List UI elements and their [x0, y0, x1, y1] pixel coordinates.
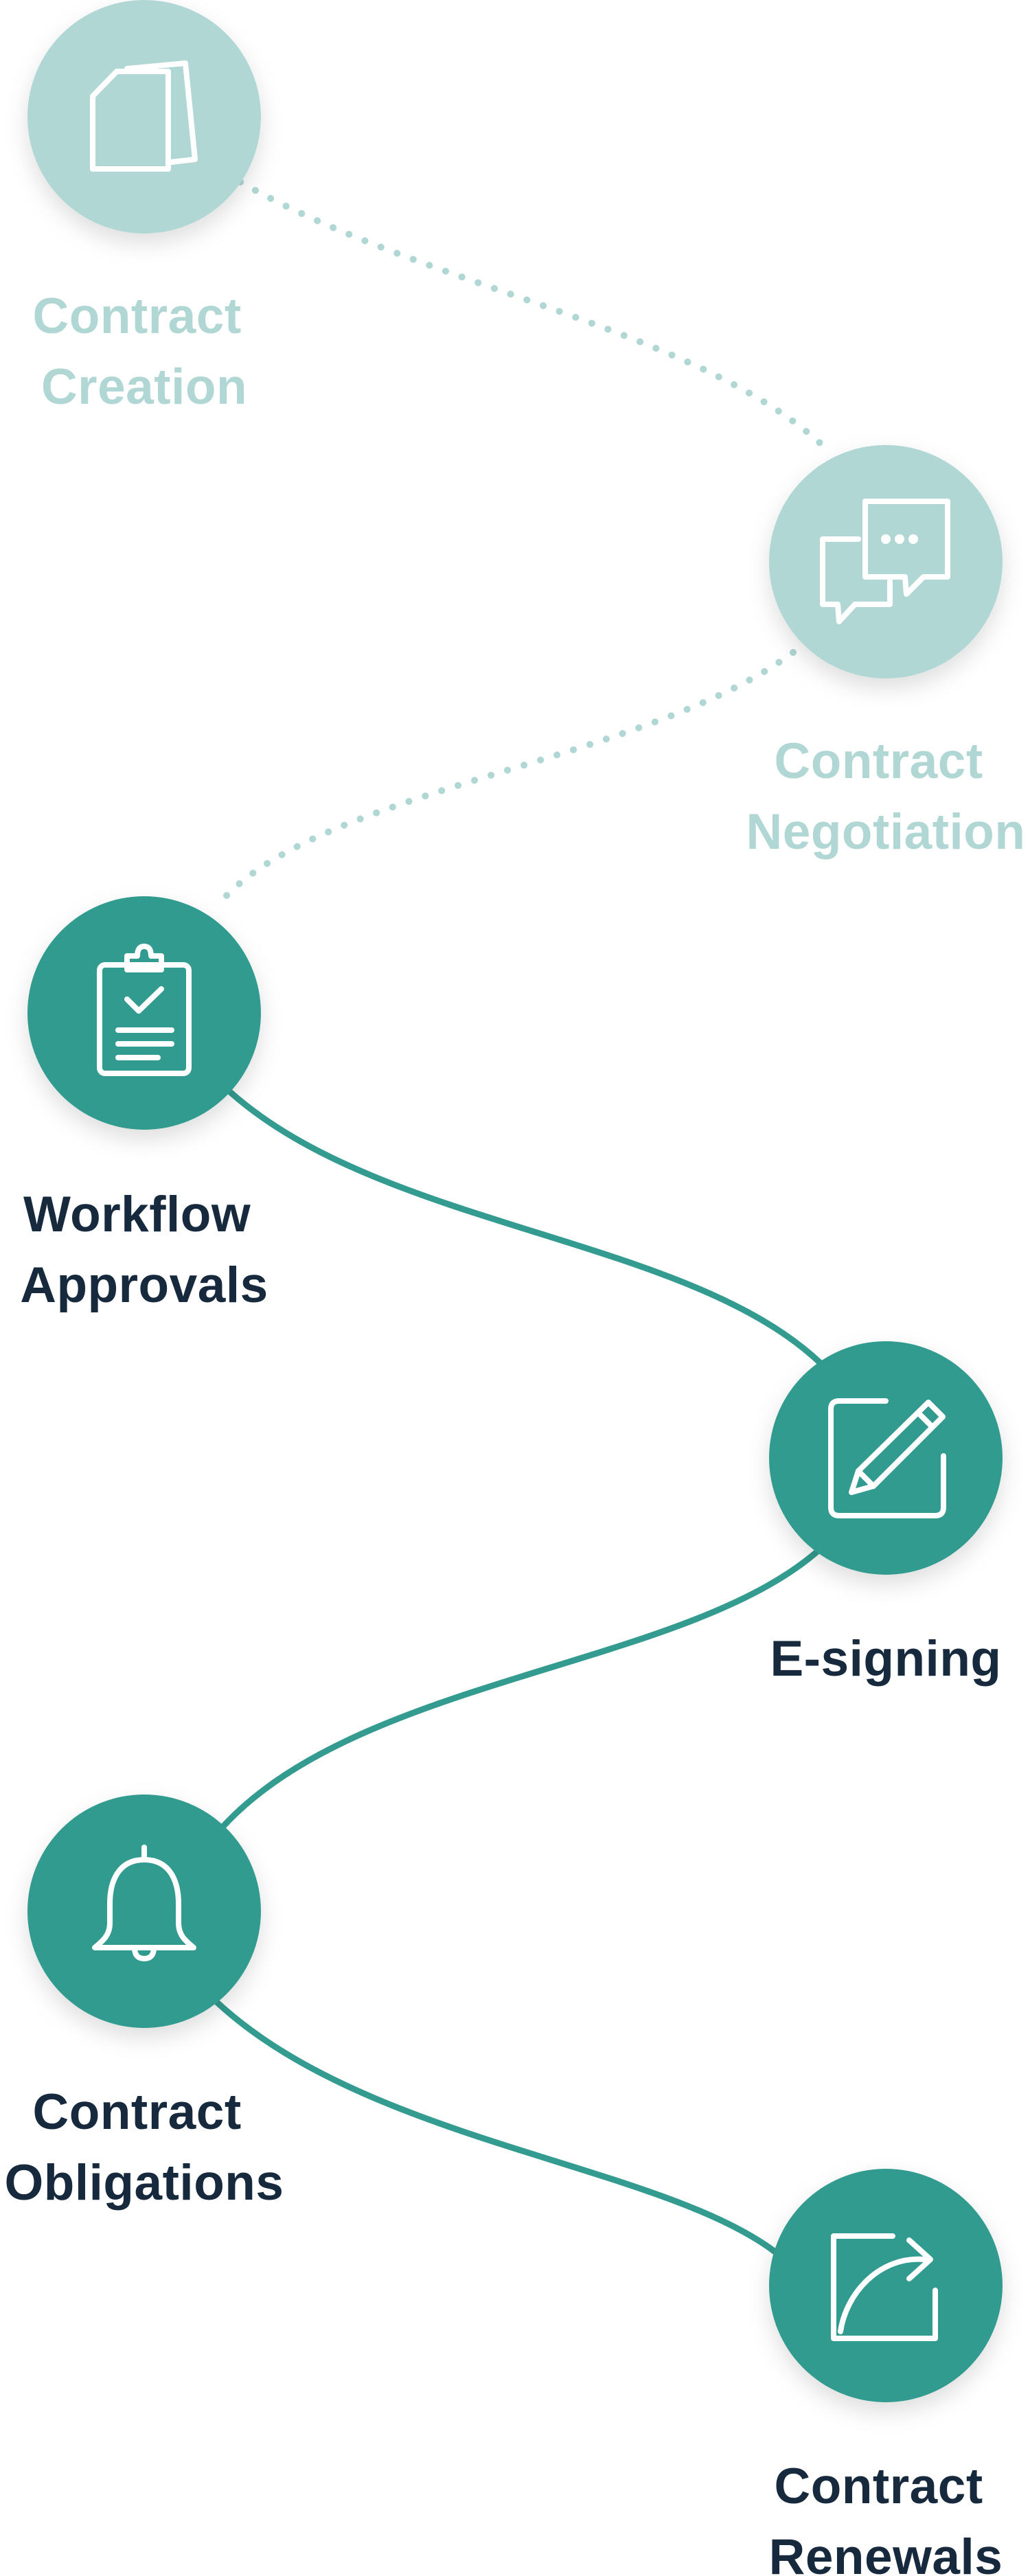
- step-label-line-1: Contract: [775, 2459, 983, 2514]
- step-circle: [27, 896, 261, 1130]
- step-label-line-2: Creation: [41, 359, 247, 415]
- step-label-line-1: Contract: [33, 288, 242, 344]
- step-circle: [27, 1794, 261, 2028]
- bell-icon: [92, 1845, 196, 1961]
- step-circle: [769, 2169, 1003, 2402]
- step-contract-creation: Contract Creation: [27, 0, 261, 415]
- step-label-line-1: Contract: [775, 733, 983, 789]
- step-label-line-1: E-signing: [770, 1631, 1001, 1687]
- step-label: Contract Obligations: [5, 2084, 284, 2211]
- connector-approvals-esigning: [227, 1088, 824, 1367]
- step-workflow-approvals: Workflow Approvals: [20, 896, 268, 1313]
- step-circle: [27, 0, 261, 233]
- step-circle: [769, 445, 1003, 679]
- step-label-line-2: Renewals: [769, 2529, 1003, 2576]
- step-label: E-signing: [770, 1631, 1001, 1687]
- pencil-square-icon: [828, 1398, 946, 1518]
- share-arrow-icon: [831, 2233, 938, 2341]
- connector-negotiation-approvals: [216, 649, 797, 907]
- step-contract-renewals: Contract Renewals: [769, 2169, 1003, 2576]
- step-label-line-2: Approvals: [20, 1257, 268, 1313]
- connectors: [209, 179, 834, 2256]
- step-label-line-2: Negotiation: [746, 804, 1026, 860]
- step-circle: [769, 1341, 1003, 1575]
- step-contract-negotiation: Contract Negotiation: [746, 445, 1026, 860]
- step-label: Contract Creation: [33, 288, 256, 415]
- step-label-line-1: Workflow: [23, 1187, 251, 1242]
- documents-icon: [90, 60, 198, 172]
- step-label: Contract Renewals: [769, 2459, 1003, 2576]
- step-label-line-1: Contract: [33, 2084, 242, 2140]
- chat-bubbles-icon: [820, 499, 950, 624]
- step-e-signing: E-signing: [769, 1341, 1003, 1687]
- step-contract-obligations: Contract Obligations: [5, 1794, 284, 2211]
- clipboard-check-icon: [97, 944, 192, 1076]
- connector-esigning-obligations: [216, 1545, 824, 1834]
- step-label-line-2: Obligations: [5, 2155, 284, 2211]
- connector-creation-negotiation: [237, 179, 834, 457]
- connector-obligations-renewals: [209, 1995, 779, 2256]
- step-label: Contract Negotiation: [746, 733, 1026, 860]
- step-label: Workflow Approvals: [20, 1187, 268, 1313]
